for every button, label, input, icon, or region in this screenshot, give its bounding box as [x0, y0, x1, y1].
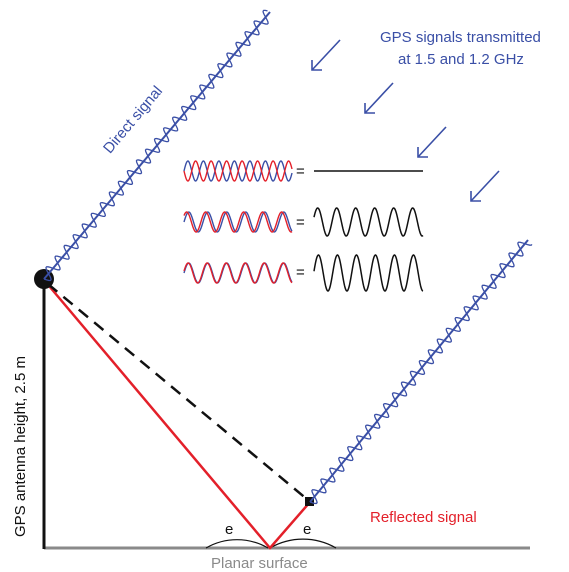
arrow-icon-1 [311, 39, 341, 71]
planar-surface-label: Planar surface [211, 555, 308, 572]
row3-red-wave [183, 262, 293, 284]
row1-red-wave [183, 160, 293, 182]
antenna-height-label: GPS antenna height, 2.5 m [12, 356, 29, 537]
row3-result-wave [313, 254, 424, 292]
direct-signal-wave [43, 9, 271, 282]
elevation-angle-left: e [225, 521, 234, 538]
angle-arc-left [205, 539, 269, 549]
arrow-icon-4 [470, 170, 500, 202]
row2-blue-wave [183, 211, 293, 233]
angle-arc-right [269, 538, 337, 549]
elevation-angle-right: e [303, 521, 312, 538]
arrow-icon-3 [417, 126, 447, 158]
row2-red-wave [183, 211, 293, 233]
interference-examples [183, 160, 424, 292]
equals-sign-1: = [296, 163, 305, 180]
direct-sine-wave [43, 9, 269, 282]
path-difference-dashed-line [47, 283, 309, 501]
reflected-incoming-wave [309, 239, 533, 505]
equals-sign-3: = [296, 264, 305, 281]
reflected-signal-path [43, 279, 311, 550]
row2-result-wave [313, 207, 424, 237]
reflected-signal-label: Reflected signal [370, 509, 477, 526]
title-line-1: GPS signals transmitted [380, 29, 541, 46]
incoming-arrows [311, 39, 500, 202]
reflected-sine-wave-axis [309, 239, 529, 503]
equals-sign-2: = [296, 214, 305, 231]
arrow-icon-2 [364, 82, 394, 114]
reflected-sine-wave [309, 241, 533, 505]
title-line-2: at 1.5 and 1.2 GHz [398, 51, 524, 68]
